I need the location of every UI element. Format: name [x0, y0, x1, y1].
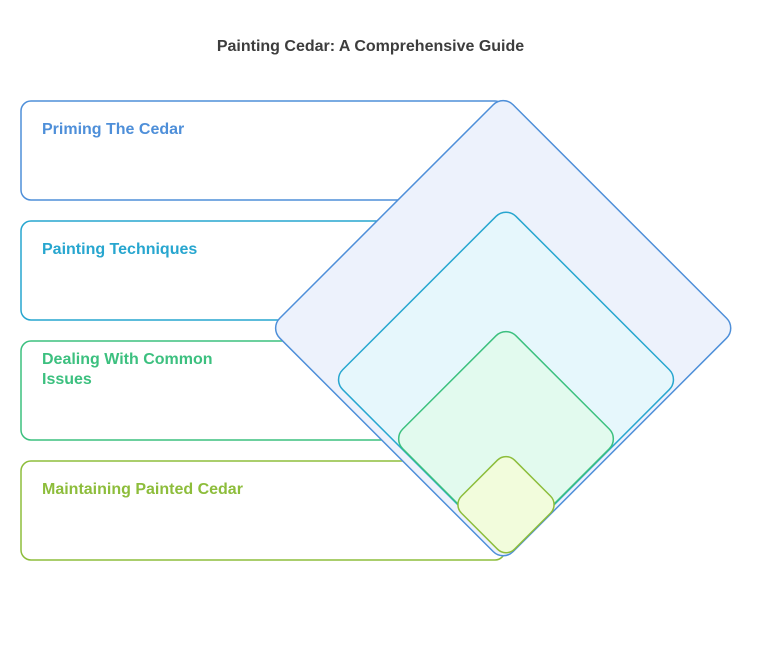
layer-diamond-4: [457, 455, 555, 554]
layer-label-3: Dealing With Common Issues: [42, 351, 213, 388]
diagram-title: Painting Cedar: A Comprehensive Guide: [216, 38, 525, 55]
layer-label-4: Maintaining Painted Cedar: [42, 481, 243, 498]
layer-label-2: Painting Techniques: [42, 241, 198, 258]
layer-diamond-3: [397, 330, 615, 548]
layer-label-1: Priming The Cedar: [42, 121, 185, 138]
